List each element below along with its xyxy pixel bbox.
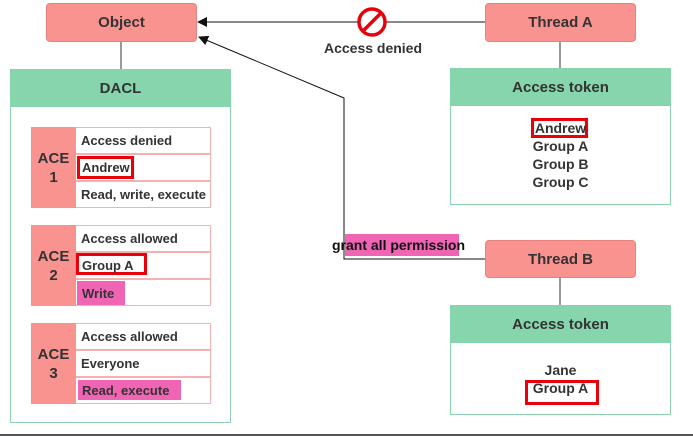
- ace-1-principal-highlight: [77, 156, 134, 179]
- ace-1-principal: Andrew: [82, 160, 130, 175]
- thread-b-token-title: Access token: [512, 315, 609, 333]
- thread-a-label: Thread A: [528, 14, 593, 31]
- ace-3-rights-highlight: [78, 380, 181, 400]
- thread-b-node: Thread B: [485, 240, 636, 278]
- thread-b-group-a-highlight: [525, 380, 599, 405]
- ace-3-principal: Everyone: [76, 350, 211, 377]
- thread-a-member: Group A: [532, 138, 589, 154]
- thread-a-token-header: Access token: [450, 68, 671, 106]
- no-entry-icon: [357, 7, 387, 37]
- thread-a-token-title: Access token: [512, 78, 609, 96]
- thread-b-label: Thread B: [527, 250, 593, 268]
- thread-b-member: Group A: [532, 380, 589, 396]
- dacl-title: DACL: [99, 79, 142, 97]
- grant-label-highlight: [345, 234, 459, 256]
- thread-a-member: Group B: [532, 156, 589, 172]
- object-node: Object: [46, 3, 197, 42]
- ace-2-rights: Write: [82, 286, 115, 301]
- bottom-divider: [0, 434, 693, 436]
- thread-a-andrew-highlight: [531, 118, 588, 138]
- access-denied-edge-label: Access denied: [323, 40, 423, 56]
- thread-a-node: Thread A: [485, 3, 636, 42]
- ace-1-type: Access denied: [76, 127, 211, 154]
- thread-b-member: Jane: [544, 362, 577, 378]
- ace-2-rights-highlight: [77, 281, 125, 305]
- ace-2-principal-highlight: [76, 253, 147, 275]
- ace-3-rights: Read, execute: [82, 383, 170, 398]
- thread-b-token-header: Access token: [450, 305, 671, 343]
- ace-2-principal: Group A: [82, 258, 134, 273]
- thread-a-members: Andrew Group A Group B Group C: [450, 119, 671, 191]
- thread-a-member: Andrew: [534, 120, 587, 136]
- ace-3-type: Access allowed: [76, 323, 211, 350]
- grant-edge-label: grant all permission: [332, 237, 466, 253]
- dacl-header: DACL: [10, 69, 231, 107]
- thread-b-members: Jane Group A: [450, 361, 671, 397]
- ace-2-type: Access allowed: [76, 225, 211, 252]
- object-label: Object: [98, 14, 145, 31]
- ace-1-rights: Read, write, execute: [76, 181, 211, 208]
- thread-b-to-object-arrow: [198, 35, 485, 260]
- thread-a-member: Group C: [532, 174, 589, 190]
